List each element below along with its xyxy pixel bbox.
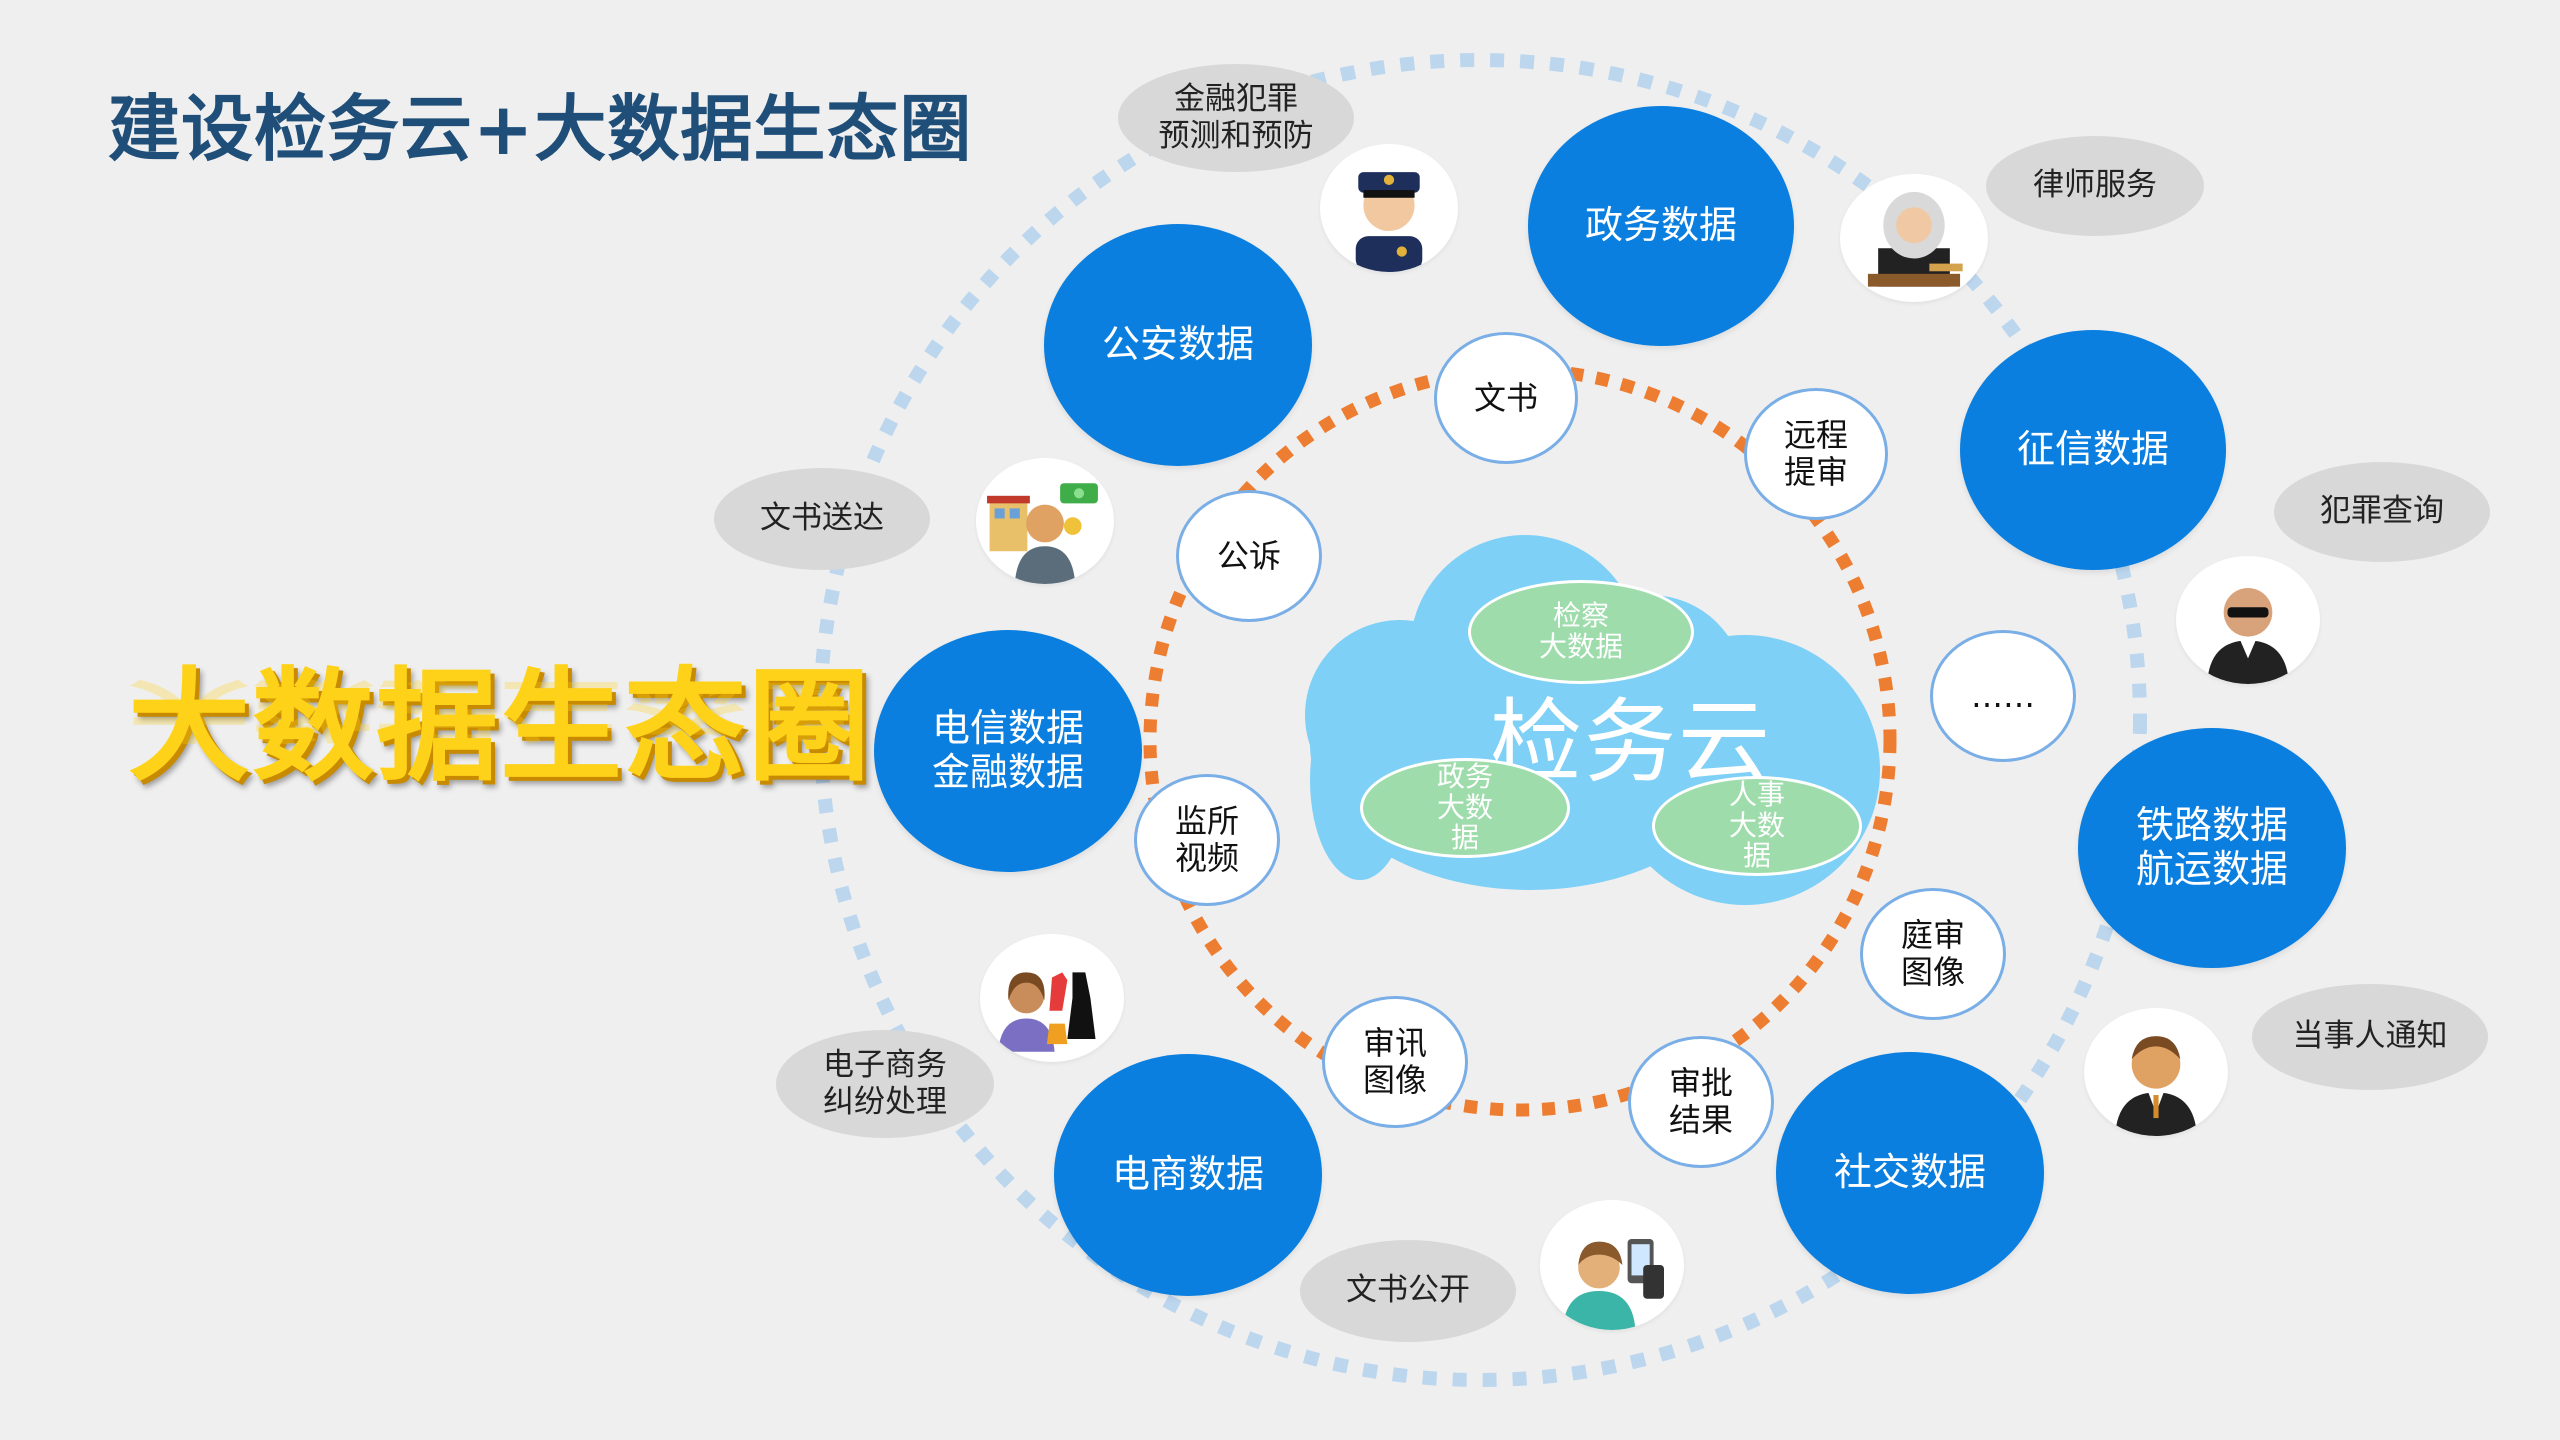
client-icon xyxy=(2084,1008,2228,1136)
judge-icon xyxy=(1840,174,1988,302)
big-title-group: 大数据生态圈 大数据生态圈 xyxy=(128,628,872,868)
data-source-bubble: 政务数据 xyxy=(1528,106,1794,346)
service-bubble: 金融犯罪 预测和预防 xyxy=(1118,64,1354,172)
big-title-reflection: 大数据生态圈 xyxy=(128,670,872,749)
outer-dotted-ring xyxy=(813,53,2147,1387)
data-source-bubble: 公安数据 xyxy=(1044,224,1312,466)
page-title: 建设检务云+大数据生态圈 xyxy=(108,87,973,171)
ring-item-bubble: 审批 结果 xyxy=(1628,1036,1774,1168)
service-bubble: 文书公开 xyxy=(1300,1240,1516,1342)
ring-item-bubble: 庭审 图像 xyxy=(1860,888,2006,1020)
core-sub-bubble: 检察 大数据 xyxy=(1468,580,1694,684)
ring-item-bubble: 监所 视频 xyxy=(1134,774,1280,906)
service-bubble: 犯罪查询 xyxy=(2274,462,2490,562)
ring-item-bubble: 审讯 图像 xyxy=(1322,996,1468,1128)
data-source-bubble: 铁路数据 航运数据 xyxy=(2078,728,2346,968)
core-sub-bubble: 人事 大数 据 xyxy=(1652,776,1862,876)
ring-item-bubble: …… xyxy=(1930,630,2076,762)
service-bubble: 文书送达 xyxy=(714,468,930,570)
ring-item-bubble: 远程 提审 xyxy=(1744,388,1888,520)
delivery-person-icon xyxy=(976,458,1114,584)
ring-item-bubble: 文书 xyxy=(1434,332,1578,464)
big-title: 大数据生态圈 xyxy=(128,656,872,798)
data-source-bubble: 征信数据 xyxy=(1960,330,2226,570)
data-source-bubble: 社交数据 xyxy=(1776,1052,2044,1294)
data-source-bubble: 电信数据 金融数据 xyxy=(874,630,1142,872)
data-source-bubble: 电商数据 xyxy=(1054,1054,1322,1296)
core-sub-bubble: 政务 大数 据 xyxy=(1360,758,1570,858)
suspect-icon xyxy=(2176,556,2320,684)
service-bubble: 电子商务 纠纷处理 xyxy=(776,1030,994,1138)
ecommerce-user-icon xyxy=(1540,1200,1684,1330)
police-icon xyxy=(1320,144,1458,272)
service-bubble: 律师服务 xyxy=(1986,136,2204,236)
shopping-clothes-icon xyxy=(980,934,1124,1062)
service-bubble: 当事人通知 xyxy=(2252,984,2488,1090)
ring-item-bubble: 公诉 xyxy=(1176,490,1322,622)
